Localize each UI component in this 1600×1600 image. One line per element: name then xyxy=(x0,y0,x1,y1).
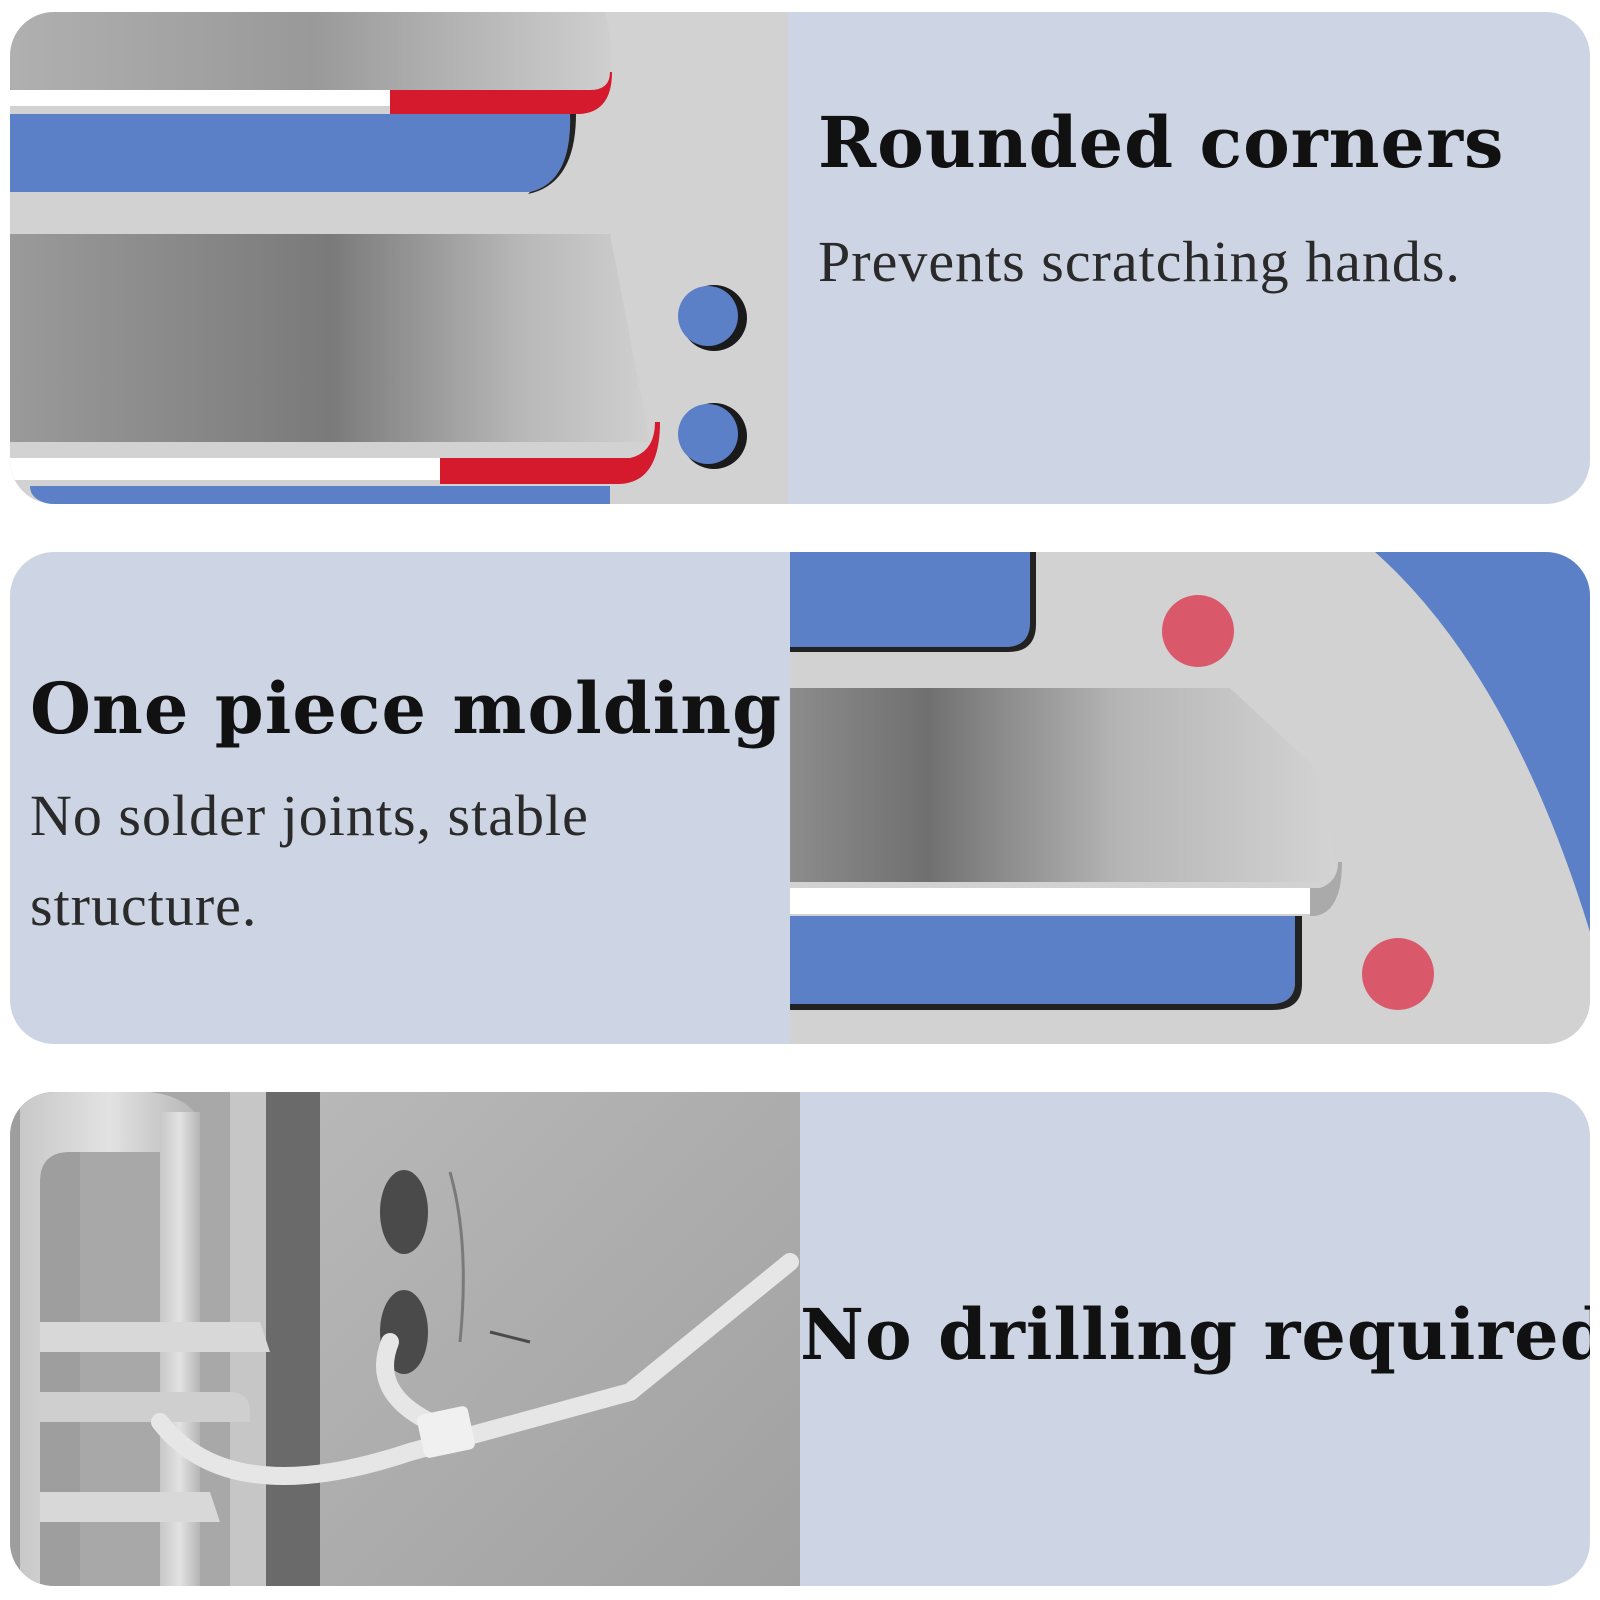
rounded-corners-illustration xyxy=(10,12,810,504)
feature-card-one-piece-molding: One piece molding No solder joints, stab… xyxy=(10,552,1590,1044)
feature-title: One piece molding xyxy=(30,667,783,750)
one-piece-molding-text: One piece molding No solder joints, stab… xyxy=(30,552,790,1044)
one-piece-molding-illustration xyxy=(790,552,1590,1044)
feature-card-rounded-corners: Rounded corners Prevents scratching hand… xyxy=(10,12,1590,504)
no-drilling-illustration xyxy=(10,1092,810,1586)
no-drilling-text: No drilling required xyxy=(800,1092,1590,1586)
feature-subtitle: Prevents scratching hands. xyxy=(818,229,1461,294)
feature-title: No drilling required xyxy=(800,1292,1590,1376)
feature-title: Rounded corners xyxy=(818,101,1505,184)
rounded-corners-text: Rounded corners Prevents scratching hand… xyxy=(818,12,1578,504)
feature-card-no-drilling: No drilling required xyxy=(10,1092,1590,1586)
feature-subtitle: No solder joints, stable structure. xyxy=(30,783,589,938)
